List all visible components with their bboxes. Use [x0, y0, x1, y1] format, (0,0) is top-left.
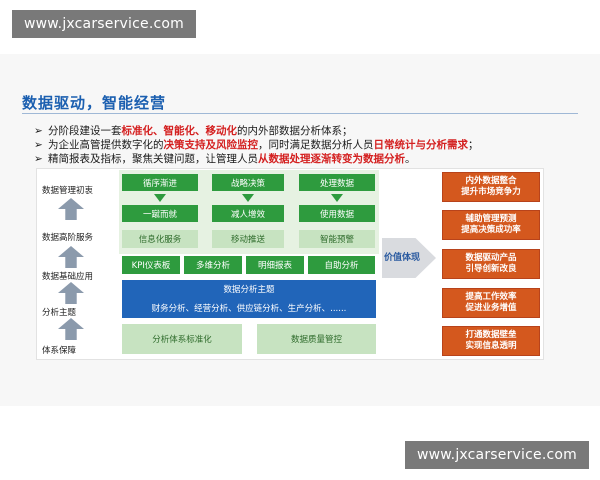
layer-label-purpose: 数据管理初衷 [42, 186, 94, 196]
value-box: 数据驱动产品引导创新改良 [442, 249, 540, 279]
layer-label-support: 体系保障 [42, 346, 77, 356]
analysis-theme-header: 数据分析主题 [122, 280, 376, 297]
watermark-top: www.jxcarservice.com [12, 10, 196, 38]
value-box: 内外数据整合提升市场竞争力 [442, 172, 540, 202]
box-gradual: 循序渐进 [122, 174, 198, 191]
arrow-bullet-icon: ➢ [34, 125, 43, 137]
down-arrow-icon [154, 194, 166, 202]
value-box: 提高工作效率促进业务增值 [442, 288, 540, 318]
value-label: 价值体现 [384, 253, 421, 263]
layer-label-advanced: 数据高阶服务 [42, 233, 94, 243]
layer-label-theme: 分析主题 [42, 308, 77, 318]
bullet-item: ➢分阶段建设一套标准化、智能化、移动化的内外部数据分析体系； [34, 125, 353, 137]
value-box: 辅助管理预测提高决策成功率 [442, 210, 540, 240]
slide-title: 数据驱动，智能经营 [22, 94, 167, 112]
box-quality-control: 数据质量管控 [257, 324, 376, 354]
box-detail-report: 明细报表 [246, 256, 304, 274]
down-arrow-icon [242, 194, 254, 202]
box-efficiency: 减人增效 [212, 205, 284, 222]
arrow-bullet-icon: ➢ [34, 153, 43, 165]
bullet-list: ➢分阶段建设一套标准化、智能化、移动化的内外部数据分析体系； ➢为企业高管提供数… [34, 124, 574, 166]
analysis-theme-items: 财务分析、经营分析、供应链分析、生产分析、...... [122, 297, 376, 318]
box-kpi-dashboard: KPI仪表板 [122, 256, 180, 274]
box-use-data: 使用数据 [299, 205, 375, 222]
box-process-data: 处理数据 [299, 174, 375, 191]
watermark-bottom: www.jxcarservice.com [405, 441, 589, 469]
box-one-step: 一蹴而就 [122, 205, 198, 222]
value-box: 打通数据壁垒实现信息透明 [442, 326, 540, 356]
box-multidim-analysis: 多维分析 [184, 256, 242, 274]
box-self-service: 自助分析 [308, 256, 375, 274]
title-divider [22, 113, 578, 114]
box-standardization: 分析体系标准化 [122, 324, 242, 354]
box-smart-alert: 智能预警 [299, 230, 375, 248]
arrow-bullet-icon: ➢ [34, 139, 43, 151]
box-mobile-push: 移动推送 [212, 230, 284, 248]
bullet-item: ➢精简报表及指标，聚焦关键问题，让管理人员从数据处理逐渐转变为数据分析。 [34, 153, 416, 165]
down-arrow-icon [331, 194, 343, 202]
box-info-service: 信息化服务 [122, 230, 198, 248]
bullet-item: ➢为企业高管提供数字化的决策支持及风险监控，同时满足数据分析人员日常统计与分析需… [34, 139, 479, 151]
box-strategy: 战略决策 [212, 174, 284, 191]
layer-label-basic: 数据基础应用 [42, 272, 94, 282]
